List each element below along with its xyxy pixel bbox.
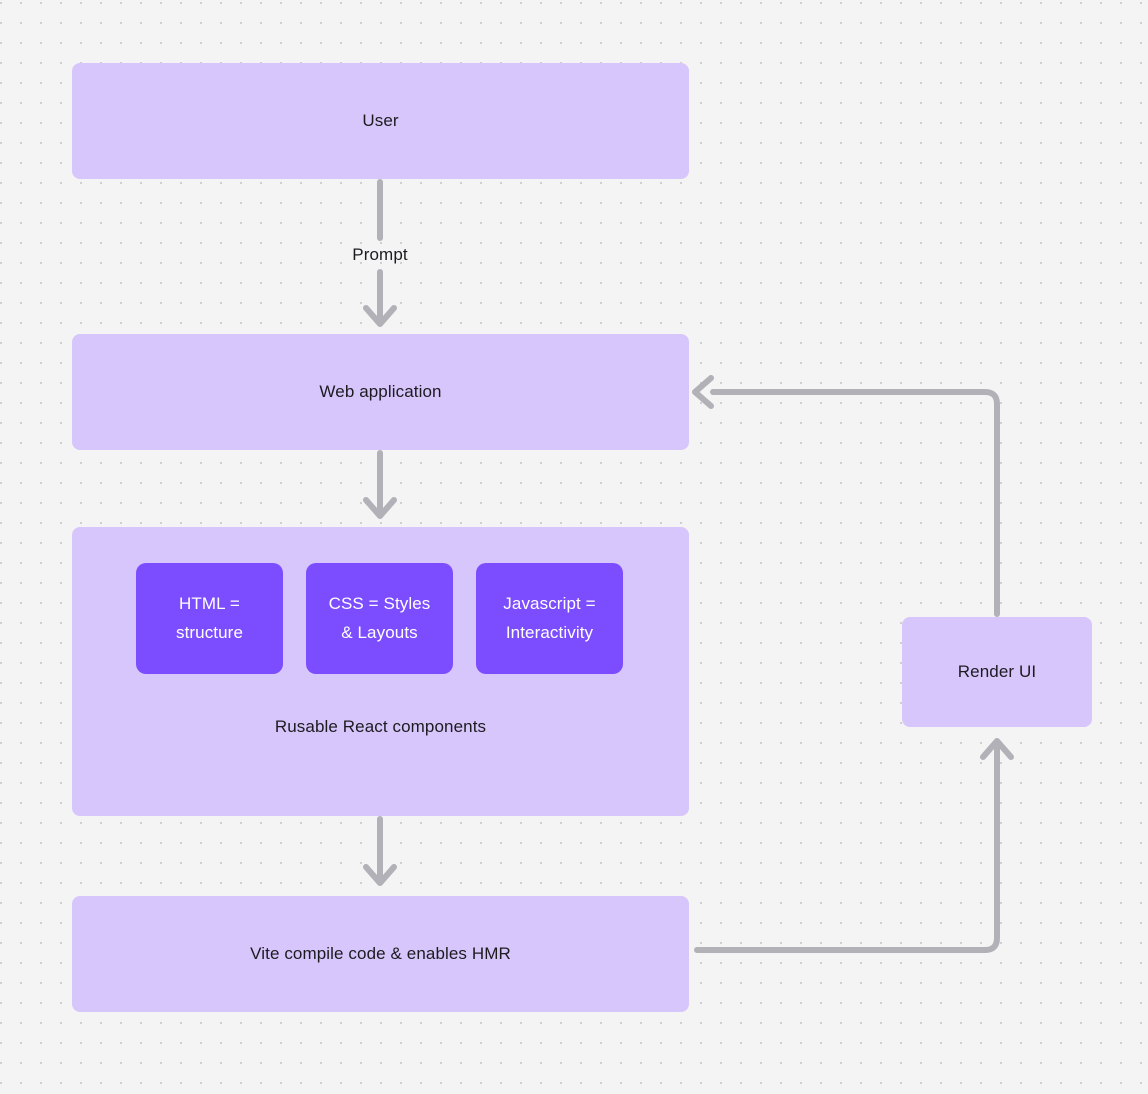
node-user[interactable]: User: [72, 63, 689, 179]
node-web-application[interactable]: Web application: [72, 334, 689, 450]
edge-vite-to-render-ui: [694, 738, 1014, 953]
edge-web-application-to-components: [363, 450, 397, 519]
node-components-caption: Rusable React components: [274, 717, 487, 736]
node-reusable-react-components[interactable]: HTML = structure CSS = Styles & Layouts …: [72, 527, 689, 816]
node-user-label: User: [362, 111, 399, 131]
node-vite-compile[interactable]: Vite compile code & enables HMR: [72, 896, 689, 1012]
node-javascript-interactivity[interactable]: Javascript = Interactivity: [476, 563, 623, 674]
edge-render-ui-to-web-application: [692, 375, 1000, 617]
node-javascript-interactivity-label: Javascript = Interactivity: [503, 593, 596, 642]
node-html-structure[interactable]: HTML = structure: [136, 563, 283, 674]
node-web-application-label: Web application: [319, 382, 442, 402]
node-vite-compile-label: Vite compile code & enables HMR: [250, 944, 511, 964]
node-html-structure-label: HTML = structure: [175, 593, 244, 642]
node-render-ui-label: Render UI: [957, 662, 1037, 682]
edge-label-prompt: Prompt: [352, 245, 408, 264]
node-css-styles-layouts[interactable]: CSS = Styles & Layouts: [306, 563, 453, 674]
edge-components-to-vite: [363, 816, 397, 886]
node-render-ui[interactable]: Render UI: [902, 617, 1092, 727]
node-css-styles-layouts-label: CSS = Styles & Layouts: [328, 593, 431, 642]
